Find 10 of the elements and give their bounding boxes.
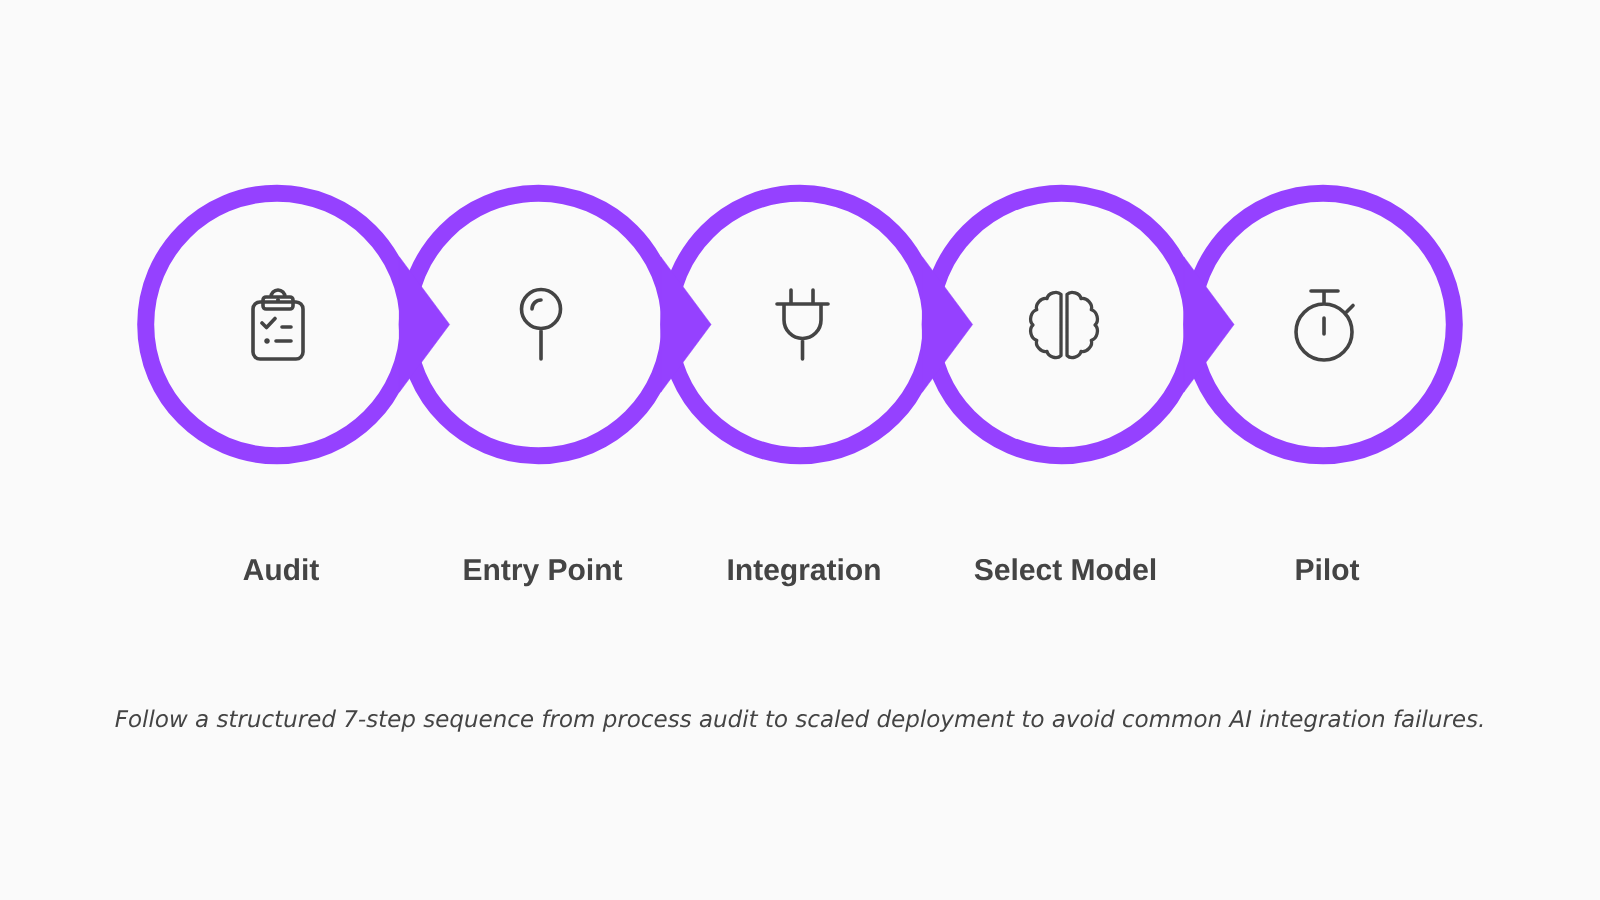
step-label: Integration bbox=[728, 558, 880, 587]
caption: Follow a structured 7-step sequence from process audit to scaled deployment to avoid common AI integration failures. bbox=[115, 709, 1483, 732]
step-label: Audit bbox=[243, 558, 319, 581]
chevron-arrow bbox=[660, 256, 712, 393]
chevron-arrow bbox=[399, 256, 450, 393]
step-label: Entry Point bbox=[464, 558, 623, 587]
chevron-arrow bbox=[922, 256, 973, 393]
step-label: Select Model bbox=[974, 558, 1156, 581]
step-label: Pilot bbox=[1296, 558, 1360, 581]
chevron-arrow bbox=[1183, 256, 1235, 393]
